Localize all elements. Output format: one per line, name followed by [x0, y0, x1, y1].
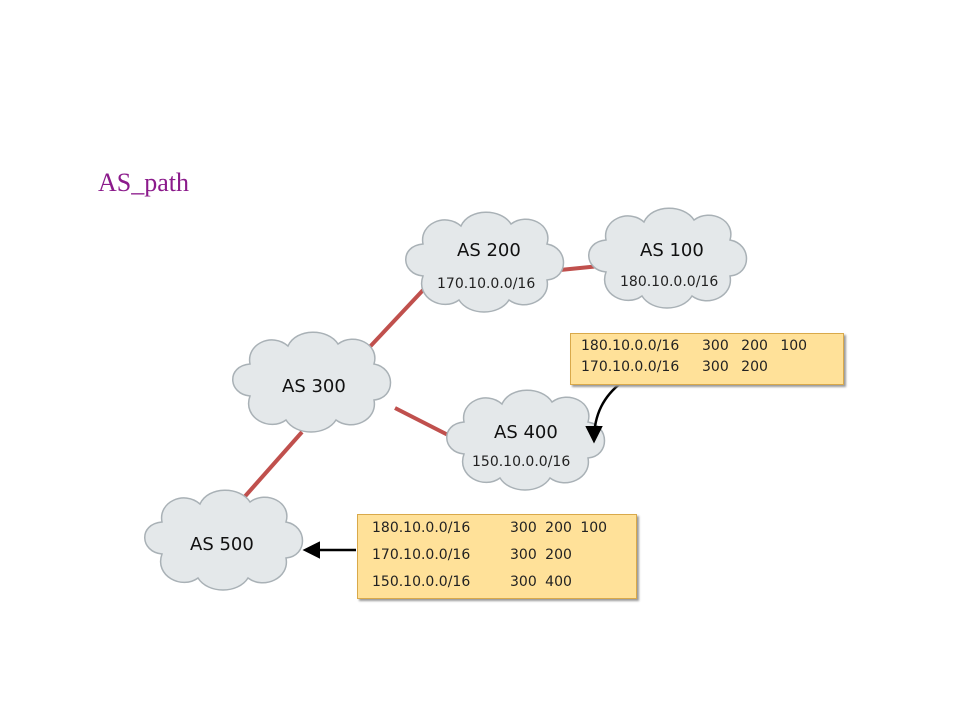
- slide-title: AS_path: [98, 168, 189, 197]
- route-row: 170.10.0.0/16 300 200: [571, 357, 843, 378]
- cloud-as500: AS 500: [144, 489, 304, 591]
- cloud-name: AS 300: [282, 376, 346, 397]
- as500-route-table: 180.10.0.0/16 300 200 100 170.10.0.0/16 …: [357, 514, 637, 599]
- cloud-prefix: 150.10.0.0/16: [472, 454, 570, 470]
- cloud-name: AS 500: [190, 534, 254, 555]
- route-as-path: 300 200: [702, 359, 768, 375]
- as400-route-table: 180.10.0.0/16 300 200 100 170.10.0.0/16 …: [570, 333, 844, 385]
- route-row: 170.10.0.0/16 300 200: [358, 542, 636, 569]
- link-as300-as200: [363, 286, 427, 354]
- route-row: 180.10.0.0/16 300 200 100: [358, 515, 636, 542]
- cloud-shape: [588, 207, 748, 309]
- link-as300-as500: [238, 430, 304, 504]
- cloud-as100: AS 100 180.10.0.0/16: [588, 207, 748, 309]
- cloud-name: AS 400: [494, 422, 558, 443]
- route-prefix: 170.10.0.0/16: [581, 359, 680, 375]
- cloud-shape: [446, 389, 606, 491]
- route-row: 180.10.0.0/16 300 200 100: [571, 336, 843, 357]
- route-prefix: 180.10.0.0/16: [581, 338, 680, 354]
- route-as-path: 300 400: [510, 574, 572, 590]
- cloud-as300: AS 300: [232, 331, 392, 433]
- cloud-as200: AS 200 170.10.0.0/16: [405, 211, 565, 313]
- route-as-path: 300 200: [510, 547, 572, 563]
- route-row: 150.10.0.0/16 300 400: [358, 569, 636, 596]
- route-as-path: 300 200 100: [510, 520, 608, 536]
- link-as300-as400: [394, 406, 451, 438]
- arrow-to-as400: [585, 381, 623, 444]
- route-prefix: 150.10.0.0/16: [372, 574, 471, 590]
- route-as-path: 300 200 100: [702, 338, 808, 354]
- cloud-shape: [405, 211, 565, 313]
- cloud-as400: AS 400 150.10.0.0/16: [446, 389, 606, 491]
- cloud-name: AS 100: [640, 240, 704, 261]
- route-prefix: 180.10.0.0/16: [372, 520, 471, 536]
- cloud-name: AS 200: [457, 240, 521, 261]
- cloud-prefix: 170.10.0.0/16: [437, 276, 535, 292]
- cloud-prefix: 180.10.0.0/16: [620, 274, 718, 290]
- cloud-shape: [144, 489, 304, 591]
- cloud-shape: [232, 331, 392, 433]
- links: [238, 264, 601, 504]
- route-prefix: 170.10.0.0/16: [372, 547, 471, 563]
